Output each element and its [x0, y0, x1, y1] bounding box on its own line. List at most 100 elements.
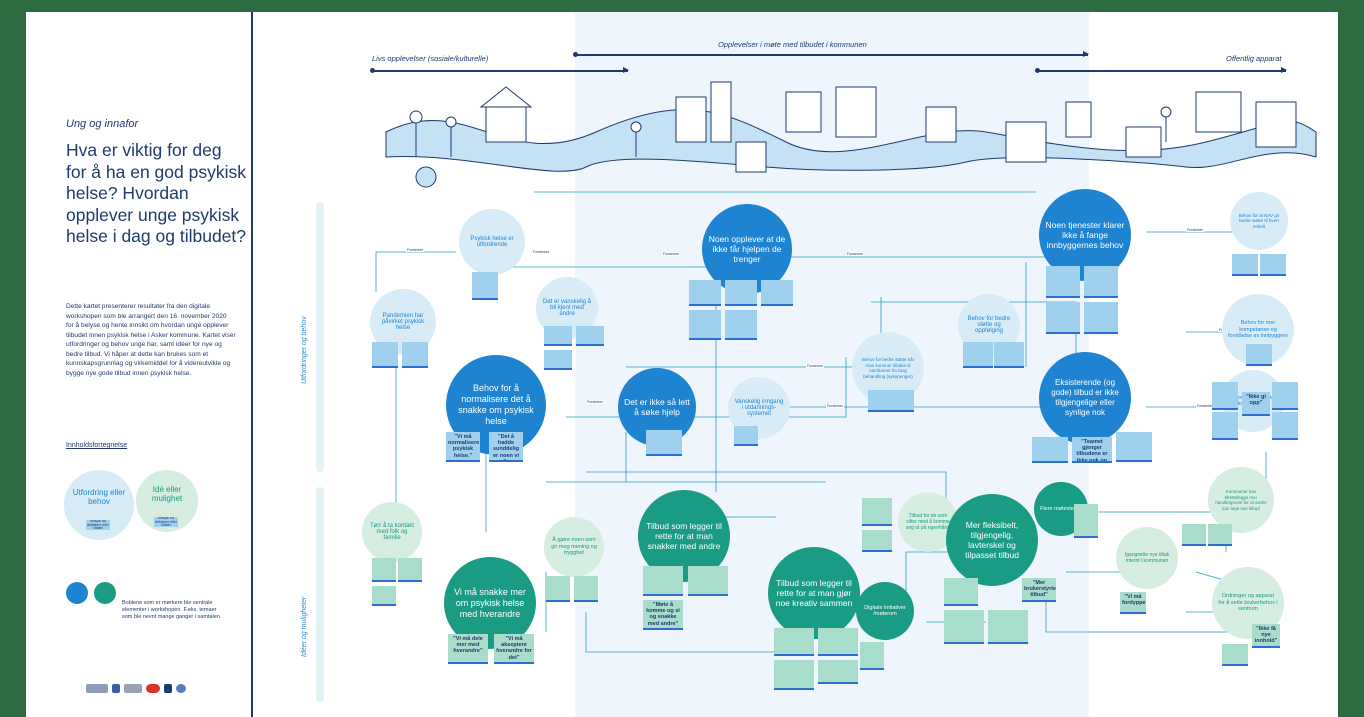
small-note [643, 566, 683, 596]
bubble-label: Å gjøre noen som gir meg mening og trygg… [551, 537, 597, 557]
small-note [689, 310, 721, 340]
small-note [994, 342, 1024, 368]
note-quote: "Vi må normalisere psykisk helse." [446, 432, 480, 462]
bubble-ikke-lett[interactable]: Det er ikke så lett å søke hjelp [618, 368, 696, 446]
bubble-torr[interactable]: Tørr å ta kontakt med folk og familie [362, 502, 422, 562]
bubble-ikke-hjelp[interactable]: Noen opplever at de ikke får hjelpen de … [702, 204, 792, 294]
bubble-tjenester[interactable]: Noen tjenester klarer ikke å fange innby… [1039, 189, 1131, 281]
bubble-kompetanse[interactable]: Behov for mer kompetanse og forståelse a… [1222, 294, 1294, 366]
note-quote: "Møte å komme og si og snakke med andre" [643, 600, 683, 630]
logo-4 [146, 684, 160, 693]
header-middle-arrow [573, 51, 1089, 57]
bubble-eksisterende[interactable]: Eksisterende (og gode) tilbud er ikke ti… [1039, 352, 1131, 444]
small-note [862, 498, 892, 526]
logo-3 [124, 684, 142, 693]
journey-illustration [385, 81, 1317, 188]
legend-challenge-label: Utfordring eller behov [72, 488, 126, 506]
bubble-vi-ma[interactable]: Vi må snakke mer om psykisk helse med hv… [444, 557, 536, 649]
small-note [1212, 382, 1238, 410]
logo-6 [176, 684, 186, 693]
bubble-label: Behov for at NAV gir bedre støtte til hv… [1238, 212, 1280, 229]
header-middle-label: Opplevelser i møte med tilbudet i kommun… [718, 40, 867, 49]
small-note [725, 280, 757, 306]
sidebar: Ung og innafor Hva er viktig for deg for… [26, 12, 251, 717]
bubble-label: Vi må snakke mer om psykisk helse med hv… [454, 586, 526, 619]
bubble-label: Tilbud for de som sliter med å komme seg… [905, 513, 951, 531]
small-note [890, 390, 914, 412]
small-note [860, 642, 884, 670]
small-note [944, 578, 978, 606]
bubble-psykisk-helse[interactable]: Psykisk helse er utfordrende [459, 209, 525, 275]
legend-idea-label: Idé eller mulighet [151, 485, 183, 503]
connector-label: Forsterker [826, 404, 844, 408]
logo-5 [164, 684, 172, 693]
small-note [963, 342, 993, 368]
map-board: Ung og innafor Hva er viktig for deg for… [26, 12, 1338, 717]
note-quote: "Ikke få nye innhold" [1252, 624, 1280, 648]
small-note [818, 660, 858, 684]
legend-note-1: Innspill fra deltakere eller sitater [86, 520, 110, 530]
bubble-label: Eksisterende (og gode) tilbud er ikke ti… [1051, 378, 1119, 417]
small-note [1208, 524, 1232, 546]
small-note [1182, 524, 1206, 546]
small-note [372, 342, 398, 368]
bubble-tilbud-kreativ[interactable]: Tilbud som legger til rette for at man g… [768, 547, 860, 639]
small-note [818, 628, 858, 656]
legend-size-note: Boblene som er mørkere ble sentrale elem… [122, 600, 222, 620]
small-note [1232, 254, 1258, 276]
small-note [725, 310, 757, 340]
small-note [544, 326, 572, 346]
toc-link[interactable]: Innholdsfortegnelse [66, 442, 128, 449]
bubble-tilbud-sliter[interactable]: Tilbud for de som sliter med å komme seg… [898, 492, 958, 552]
connector-label: Forsterker [586, 400, 604, 404]
bubble-label: Tilbud som legger til rette for at man g… [775, 578, 853, 608]
bubble-nav[interactable]: Behov for at NAV gir bedre støtte til hv… [1230, 192, 1288, 250]
bubble-label: Behov for mer kompetanse og forståelse a… [1228, 320, 1288, 340]
small-note [868, 390, 892, 412]
bubble-fleksibelt[interactable]: Mer fleksibelt, tilgjengelig, lavterskel… [946, 494, 1038, 586]
small-note [1246, 344, 1272, 366]
bubble-a-gjore[interactable]: Å gjøre noen som gir meg mening og trygg… [544, 517, 604, 577]
bubble-label: Pandemien har påvirket psykisk helse [381, 313, 425, 331]
small-note [689, 280, 721, 306]
bubble-label: Behov for bedre støtte og oppfølging [967, 316, 1011, 334]
header-right-label: Offentlig apparat [1226, 54, 1282, 63]
small-note [544, 350, 572, 370]
legend-dark-teal-dot [94, 582, 116, 604]
small-note [1032, 437, 1068, 463]
small-note [761, 280, 793, 306]
bubble-label: Tilbud som legger til rette for at man s… [646, 521, 722, 551]
small-note [1116, 432, 1152, 462]
small-note [574, 576, 598, 602]
small-note [862, 530, 892, 552]
connector-label: Forsterker [1186, 228, 1204, 232]
note-quote: "Det å hadde sunddelig er noen vi aller … [489, 432, 523, 462]
bubble-igangsette[interactable]: Igangsette nye tiltak internt i kommunen [1116, 527, 1178, 589]
bubble-kommuner[interactable]: Kommuner kan tilrettelegge mer handlings… [1208, 467, 1274, 533]
bubble-label: Igangsette nye tiltak internt i kommunen [1124, 552, 1170, 564]
small-note [688, 566, 728, 596]
bubble-label: Behov for bedre støtte når man kommer ti… [861, 357, 915, 379]
logo-2 [112, 684, 120, 693]
header-left-label: Livs opplevelser (sosiale/kulturelle) [372, 54, 489, 63]
challenges-strip [316, 202, 324, 472]
small-note [372, 558, 396, 582]
small-note [1046, 302, 1080, 334]
small-note [1212, 412, 1238, 440]
connector-label: Forsterker [662, 252, 680, 256]
bubble-label: Behov for å normalisere det å snakke om … [458, 383, 534, 426]
bubble-digitale[interactable]: Digitale initiativer /møterom [856, 582, 914, 640]
small-note [472, 272, 498, 300]
header-right-arrow [1035, 67, 1287, 73]
note-quote: "Teamet gjenger tilbudene er ikke nok og… [1072, 437, 1112, 463]
connector-label: Forsterker [846, 252, 864, 256]
ideas-strip [316, 487, 324, 702]
bubble-label: Digitale initiativer /møterom [864, 604, 906, 618]
small-note [1260, 254, 1286, 276]
connector-label: Forsterker [406, 248, 424, 252]
small-note [734, 426, 758, 446]
project-kicker: Ung og innafor [66, 118, 139, 130]
bubble-label: Flere møtesteder [1040, 505, 1082, 512]
logo-1 [86, 684, 108, 693]
small-note [546, 576, 570, 602]
